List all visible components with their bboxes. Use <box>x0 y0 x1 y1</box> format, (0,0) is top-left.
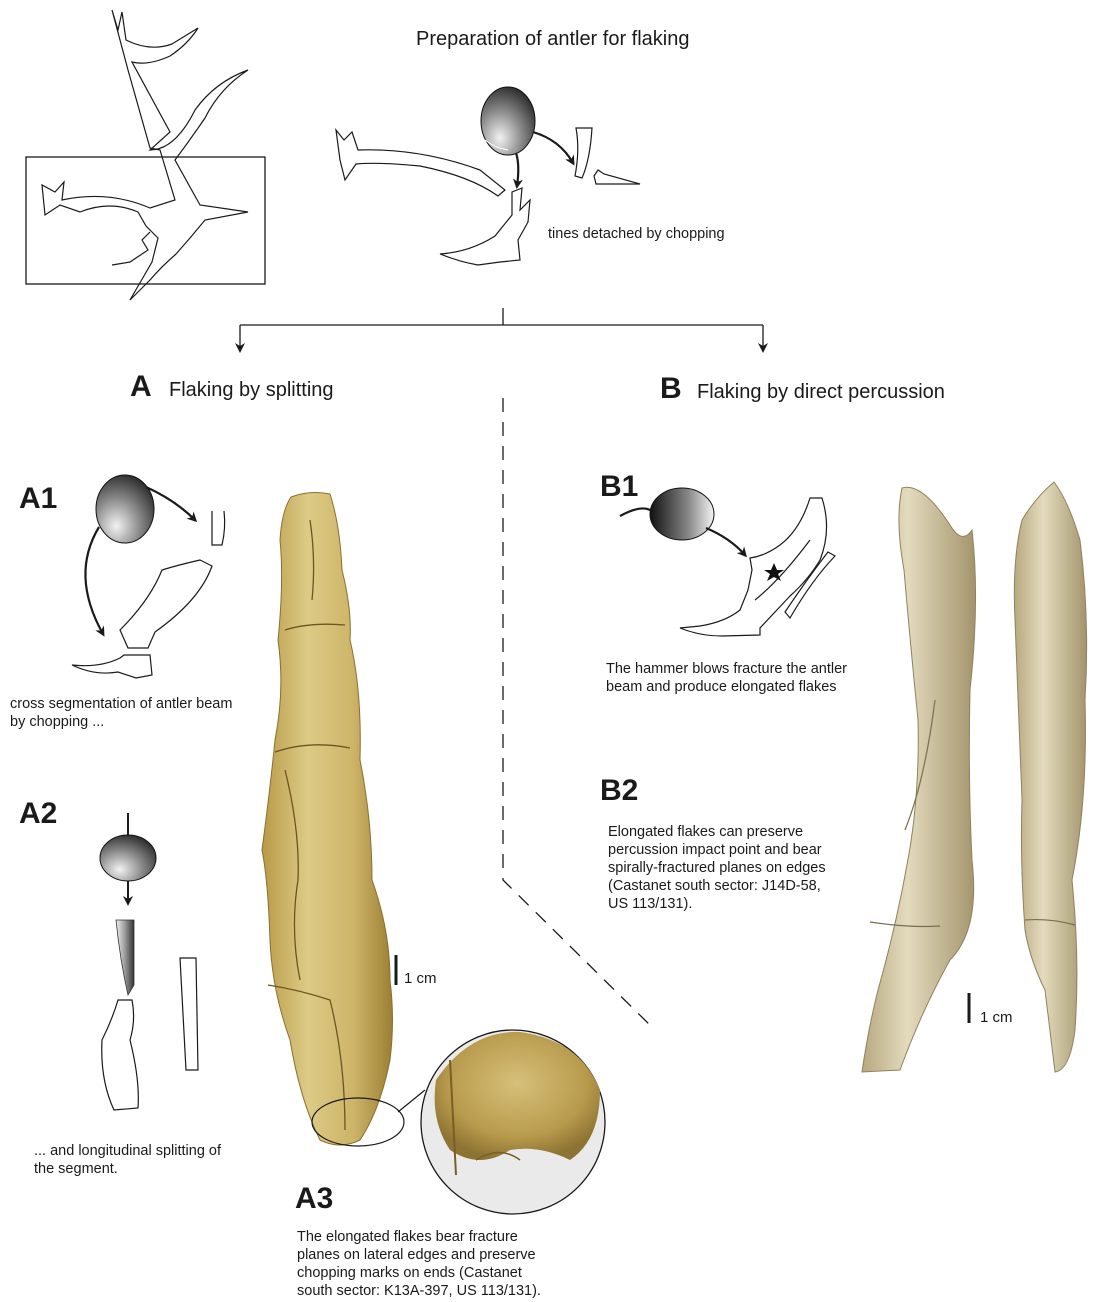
b2-caption-line-5: US 113/131). <box>608 895 826 913</box>
a1-caption-line-1: cross segmentation of antler beam <box>10 695 232 713</box>
a2-segment-drawings <box>102 958 198 1110</box>
a1-caption: cross segmentation of antler beam by cho… <box>10 695 232 731</box>
selection-box <box>26 157 265 284</box>
b2-caption-line-4: (Castanet south sector: J14D-58, <box>608 877 826 895</box>
section-b-heading: Flaking by direct percussion <box>697 381 945 404</box>
b1-label: B1 <box>600 470 638 504</box>
a3-label: A3 <box>295 1182 333 1216</box>
prep-antler-drawing <box>336 128 640 265</box>
a2-label: A2 <box>19 797 57 831</box>
b1-caption-line-2: beam and produce elongated flakes <box>606 678 847 696</box>
section-a-letter: A <box>130 370 152 404</box>
a2-caption-line-2: the segment. <box>34 1160 221 1178</box>
full-antler-drawing <box>42 10 248 300</box>
b-flake-photo-2 <box>1014 482 1086 1072</box>
b2-caption-line-3: spirally-fractured planes on edges <box>608 859 826 877</box>
prep-hammer-icon <box>481 87 535 155</box>
b2-caption: Elongated flakes can preserve percussion… <box>608 823 826 913</box>
b2-caption-line-2: percussion impact point and bear <box>608 841 826 859</box>
b-flake-photo-1 <box>862 487 976 1072</box>
a-scale-label: 1 cm <box>404 970 437 987</box>
branch-connector <box>240 308 763 350</box>
b1-caption-line-1: The hammer blows fracture the antler <box>606 660 847 678</box>
a2-hammer-icon <box>100 835 156 881</box>
a3-caption: The elongated flakes bear fracture plane… <box>297 1228 541 1300</box>
b2-label: B2 <box>600 774 638 808</box>
a1-caption-line-2: by chopping ... <box>10 713 232 731</box>
section-b-letter: B <box>660 372 682 406</box>
a3-caption-line-3: chopping marks on ends (Castanet <box>297 1264 541 1282</box>
a1-label: A1 <box>19 482 57 516</box>
impact-star-icon <box>764 563 784 581</box>
a3-caption-line-4: south sector: K13A-397, US 113/131). <box>297 1282 541 1300</box>
a2-wedge-icon <box>116 920 134 995</box>
a3-caption-line-1: The elongated flakes bear fracture <box>297 1228 541 1246</box>
a1-hammer-icon <box>96 475 154 543</box>
b1-caption: The hammer blows fracture the antler bea… <box>606 660 847 696</box>
page-title: Preparation of antler for flaking <box>416 28 690 51</box>
a3-flake-photo <box>262 493 393 1145</box>
b-scale-label: 1 cm <box>980 1009 1013 1026</box>
prep-caption: tines detached by chopping <box>548 225 725 243</box>
a2-caption: ... and longitudinal splitting of the se… <box>34 1142 221 1178</box>
b1-hammer-icon <box>650 488 714 540</box>
section-a-heading: Flaking by splitting <box>169 379 334 402</box>
a3-caption-line-2: planes on lateral edges and preserve <box>297 1246 541 1264</box>
b2-caption-line-1: Elongated flakes can preserve <box>608 823 826 841</box>
a2-caption-line-1: ... and longitudinal splitting of <box>34 1142 221 1160</box>
